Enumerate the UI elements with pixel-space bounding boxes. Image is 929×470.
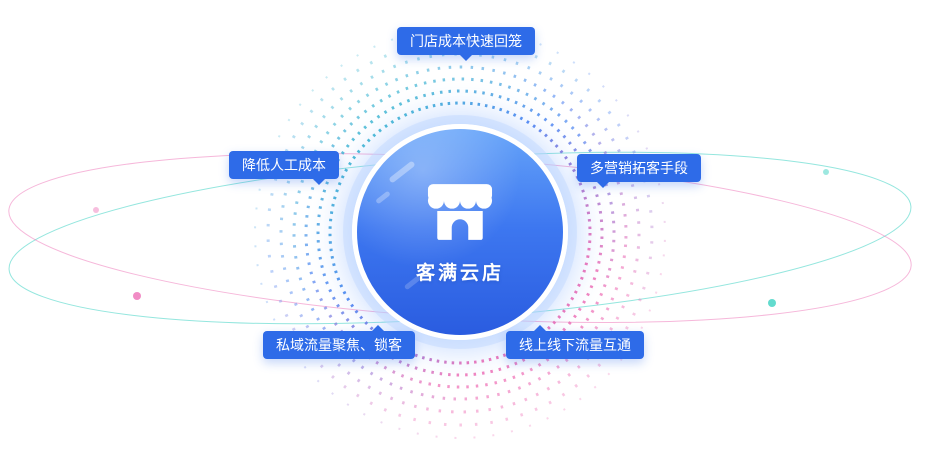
- callout-label: 线上线下流量互通: [519, 337, 631, 353]
- center-badge: 客满云店: [352, 124, 568, 340]
- callout-label: 多营销拓客手段: [590, 160, 688, 176]
- callout-label: 私域流量聚焦、锁客: [276, 337, 402, 353]
- callout-labor-cost: 降低人工成本: [229, 151, 339, 185]
- callout-online-offline: 线上线下流量互通: [506, 325, 644, 359]
- storefront-icon: [427, 183, 493, 240]
- callout-marketing: 多营销拓客手段: [577, 154, 701, 188]
- center-title: 客满云店: [415, 262, 504, 284]
- decor-streak: [388, 160, 416, 184]
- callout-store-cost: 门店成本快速回笼: [397, 27, 535, 61]
- callout-label: 降低人工成本: [242, 157, 326, 173]
- decor-streak: [375, 190, 391, 205]
- callout-private-traffic: 私域流量聚焦、锁客: [263, 325, 415, 359]
- orbit-dots: [93, 169, 829, 307]
- callout-label: 门店成本快速回笼: [410, 33, 522, 49]
